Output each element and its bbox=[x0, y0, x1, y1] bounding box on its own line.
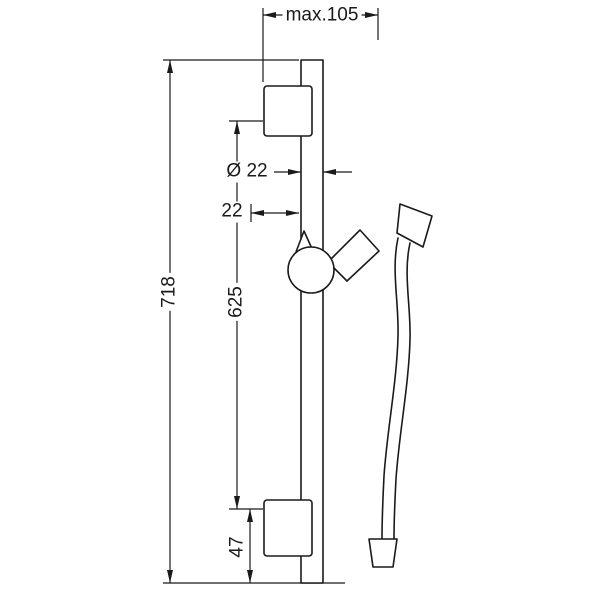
arrowhead-up bbox=[247, 509, 253, 522]
label-max-width: max.105 bbox=[282, 5, 362, 27]
hose-left-edge bbox=[381, 237, 399, 540]
slide-bar-assembly bbox=[263, 59, 433, 584]
arrowhead-up bbox=[167, 60, 173, 73]
arrowhead-left bbox=[323, 169, 336, 175]
hose-connector-cone bbox=[396, 203, 433, 248]
dimension-overall-height bbox=[163, 59, 345, 584]
bottom-wall-bracket bbox=[263, 499, 313, 557]
hose-end-cap bbox=[368, 538, 398, 568]
label-holder-offset: 22 bbox=[218, 201, 246, 223]
arrowhead-down bbox=[167, 570, 173, 583]
arrowhead-right bbox=[288, 169, 301, 175]
shower-holder-arm bbox=[327, 229, 380, 282]
dimension-bottom-offset bbox=[247, 509, 253, 583]
label-bar-diameter: Ø 22 bbox=[223, 161, 271, 183]
hose-right-edge bbox=[393, 242, 411, 540]
arrowhead-down bbox=[247, 570, 253, 583]
dimension-holder-offset bbox=[250, 204, 299, 222]
arrowhead-down bbox=[234, 496, 240, 509]
arrowhead-left bbox=[263, 12, 276, 18]
arrowhead-up bbox=[234, 121, 240, 134]
top-wall-bracket bbox=[263, 85, 313, 137]
dimension-bar-diameter bbox=[274, 169, 352, 175]
slider-body bbox=[287, 246, 335, 294]
arrowhead-right bbox=[365, 12, 378, 18]
arrowhead-right bbox=[286, 210, 299, 216]
wall-bar-rail bbox=[300, 59, 324, 584]
arrowhead-left bbox=[251, 210, 264, 216]
label-bar-length: 625 bbox=[226, 283, 248, 321]
label-bottom-offset: 47 bbox=[227, 533, 249, 561]
label-overall-height: 718 bbox=[159, 273, 181, 311]
